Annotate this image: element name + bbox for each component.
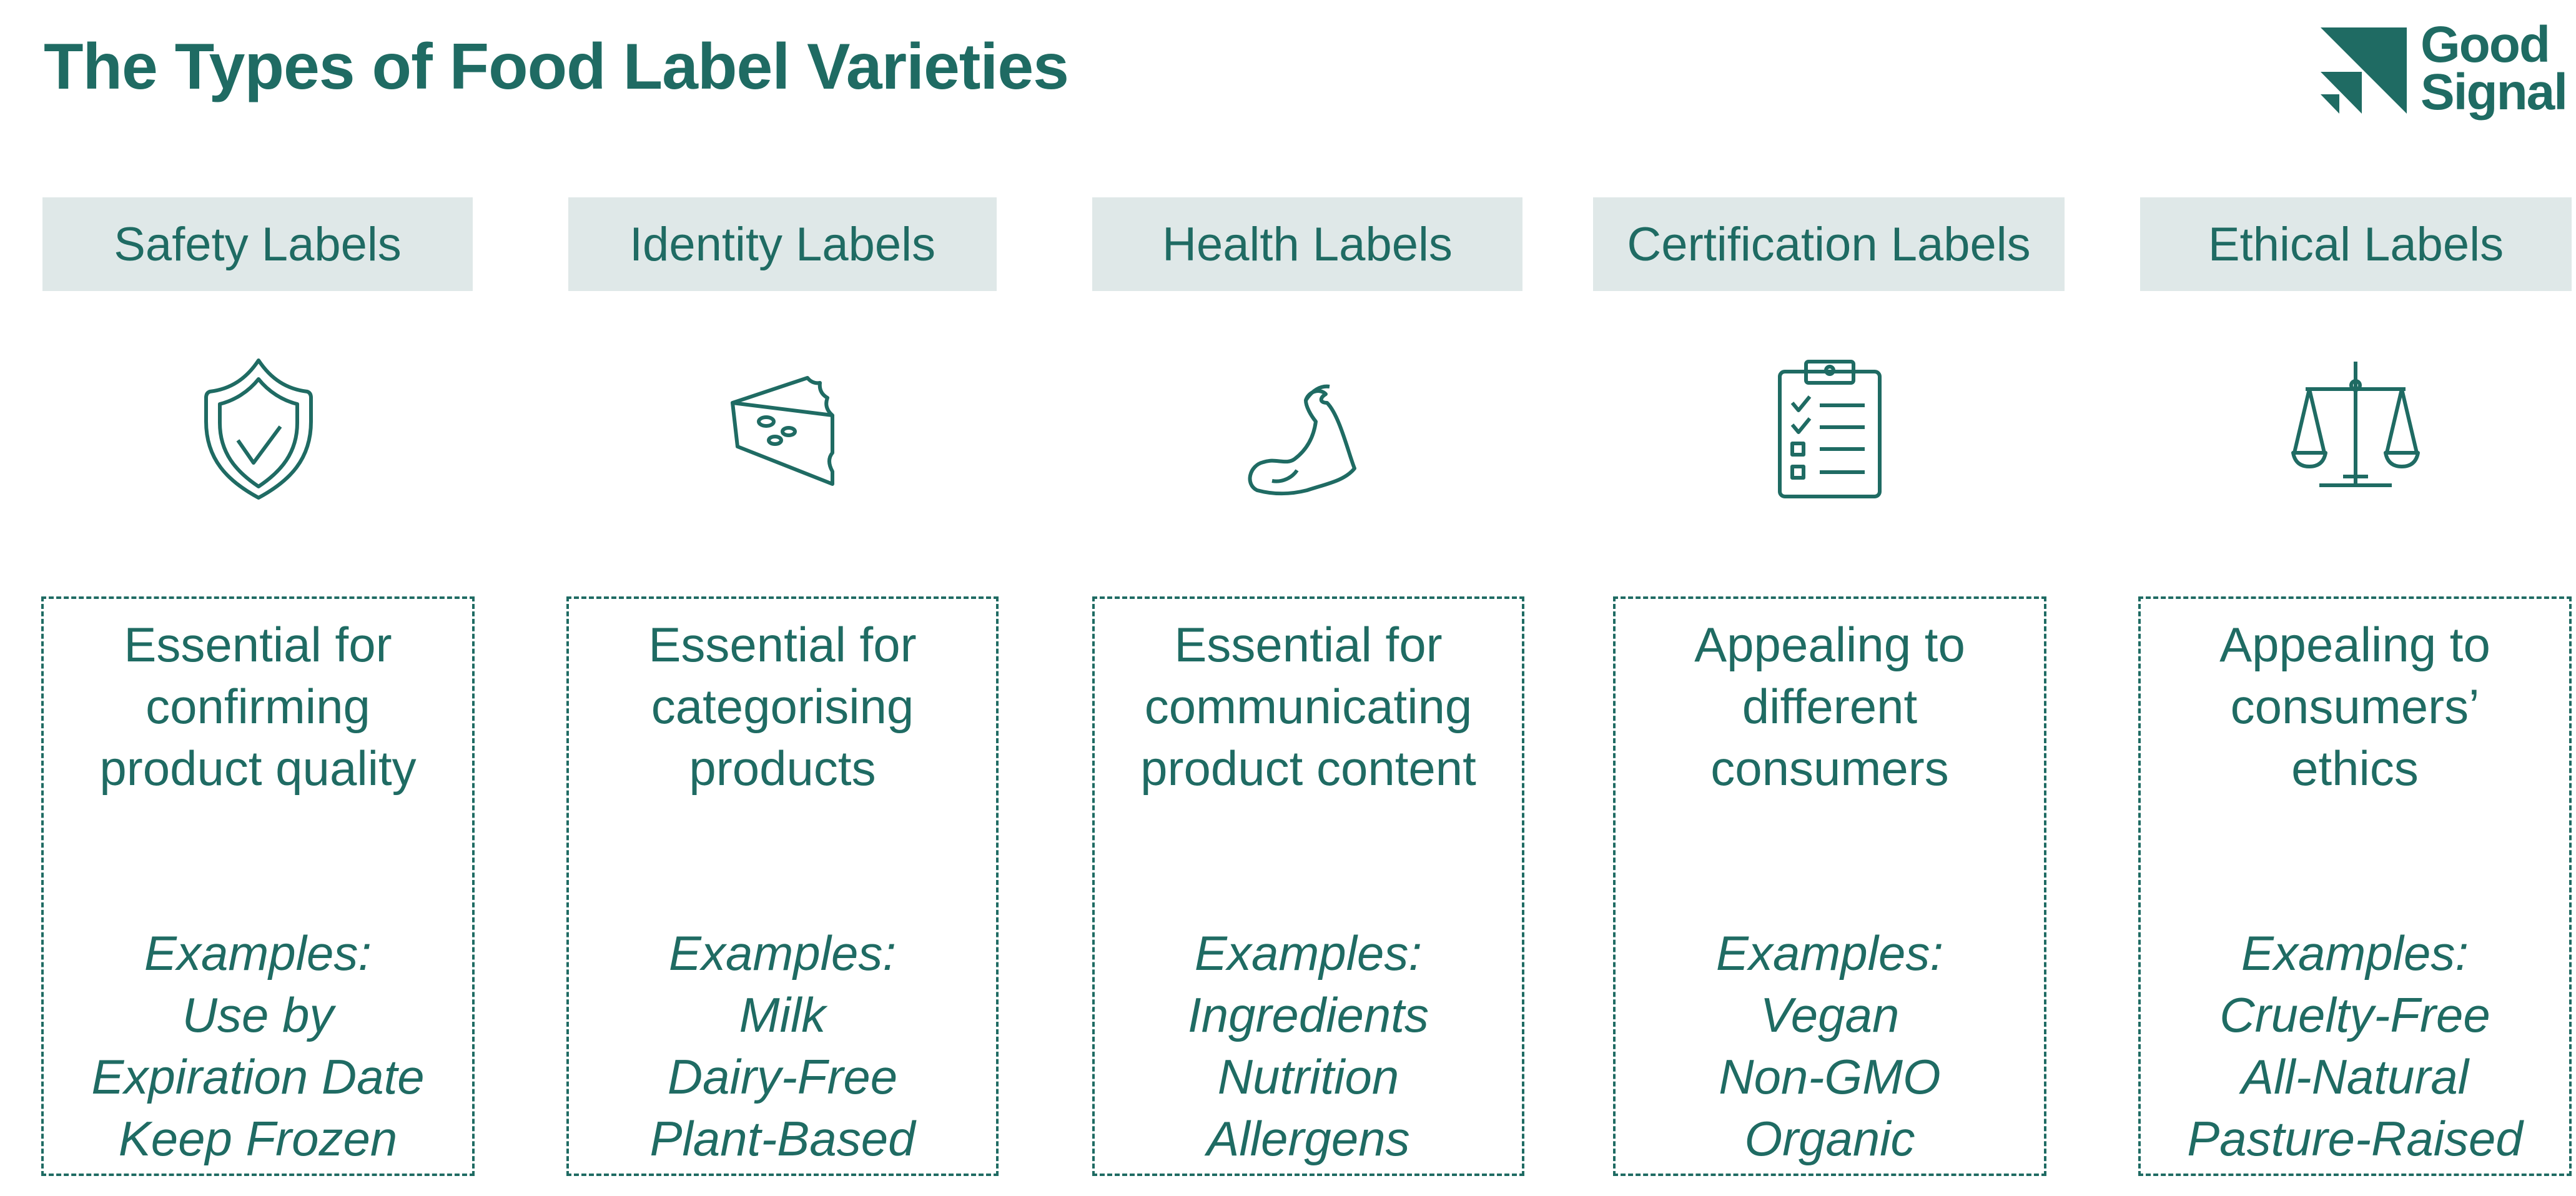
header-identity-labels: Identity Labels [568,197,997,291]
shield-check-icon [204,358,313,500]
good-signal-logo: Good Signal [2321,19,2576,125]
logo-text: Good Signal [2421,16,2568,121]
header-safety-labels: Safety Labels [42,197,473,291]
logo-triangles-icon [2321,27,2407,114]
header-certification-labels: Certification Labels [1593,197,2065,291]
flexed-arm-icon [1248,384,1356,496]
cheese-icon [731,376,834,486]
header-health-labels: Health Labels [1092,197,1522,291]
page-title: The Types of Food Label Varieties [44,31,1069,103]
header-ethical-labels: Ethical Labels [2140,197,2572,291]
balance-scale-icon [2291,362,2420,487]
clipboard-checklist-icon [1778,360,1882,498]
